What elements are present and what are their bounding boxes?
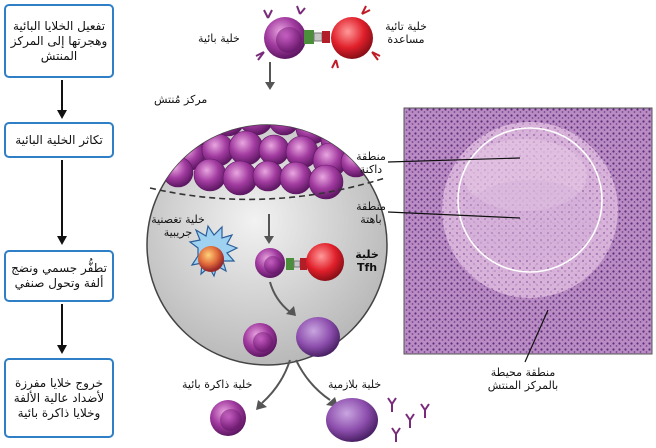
output-arrows: [256, 359, 338, 410]
dark-zone-b-cell: [228, 130, 264, 166]
flow-step-mutation: تطفُّر جسمي ونضج ألفة وتحول صنفي: [4, 250, 114, 302]
antibody-icons: [387, 397, 430, 442]
flow-arrows: [57, 80, 67, 354]
follicular-dendritic-cell: [188, 224, 239, 278]
plasma-cell: [326, 398, 378, 442]
dark-zone-b-cell: [252, 160, 284, 192]
dark-zone-b-cell: [268, 125, 300, 136]
label-helper-t-cell: خلية تائية مساعدة: [385, 20, 427, 46]
label-tfh: خلية Tfh: [355, 248, 379, 274]
label-mantle-zone: منطقة محيطة بالمركز المنتش: [487, 366, 559, 392]
dark-zone-b-cell: [222, 160, 258, 196]
dark-zone-b-cell: [162, 156, 194, 188]
label-dark-zone: منطقة داكنة: [356, 150, 386, 176]
dark-zone-b-cell: [279, 161, 313, 195]
dark-zone-b-cell: [258, 134, 290, 166]
flow-step-exit: خروج خلايا مفرزة لأضداد عالية الألفة وخل…: [4, 358, 114, 438]
t-receptor-icons: [331, 5, 381, 69]
middle-connector: [286, 258, 307, 270]
dark-zone-b-cell: [193, 158, 227, 192]
middle-b-cell: [255, 248, 285, 278]
lower-plasma-precursor: [296, 317, 340, 357]
label-memory-b-cell: خلية ذاكرة بائية: [182, 378, 253, 391]
mhc-tcr-connector: [304, 30, 330, 44]
dark-zone-b-cell: [308, 164, 344, 200]
top-receptor-icons: [255, 5, 306, 61]
lower-b-cell: [243, 323, 277, 357]
top-t-helper-cell: [331, 17, 373, 59]
middle-arrows: [264, 214, 296, 316]
label-plasma-cell: خلية بلازمية: [328, 378, 382, 391]
label-germinal-center: مركز مُنتش: [154, 93, 208, 106]
arrow-to-gc: [265, 62, 275, 90]
top-b-cell: [264, 17, 306, 59]
flow-step-activation: تفعيل الخلايا البائية وهجرتها إلى المركز…: [4, 4, 114, 78]
tfh-cell: [306, 243, 344, 281]
dark-zone-b-cell: [238, 125, 274, 136]
label-follicular-dendritic: خلية تغصنية جريبية: [151, 213, 205, 239]
memory-b-cell: [210, 400, 246, 436]
pointer-lines: [387, 157, 549, 363]
label-light-zone: منطقة باهتة: [356, 200, 386, 226]
histology-image: [403, 107, 653, 355]
flow-step-proliferation: تكاثر الخلية البائية: [4, 122, 114, 158]
label-b-cell: خلية بائية: [198, 32, 240, 45]
